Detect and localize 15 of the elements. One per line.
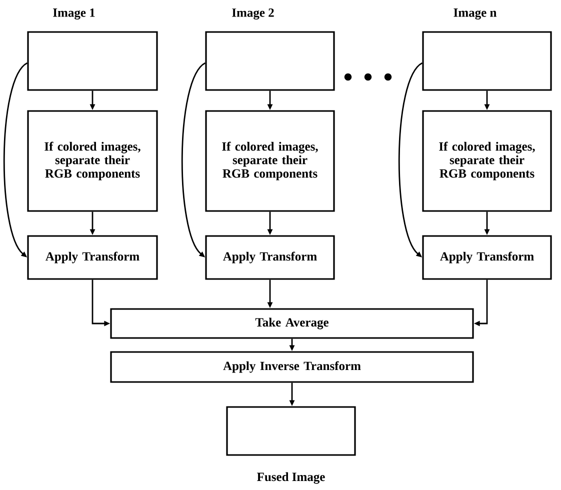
process-box: If colored images, separate their RGB components — [422, 110, 552, 212]
image-title: Image 2 — [232, 8, 274, 20]
process-box: If colored images, separate their RGB components — [205, 110, 335, 212]
process-box: Apply Inverse Transform — [110, 351, 474, 383]
process-box: Apply Transform — [27, 235, 158, 280]
arrow — [181, 62, 206, 258]
process-box: Apply Transform — [205, 235, 335, 280]
image-title: Image 1 — [53, 8, 95, 20]
process-box: Take Average — [110, 308, 474, 339]
process-box: If colored images, separate their RGB components — [27, 110, 158, 212]
arrow — [3, 62, 28, 258]
process-box: Apply Transform — [422, 235, 552, 280]
image-title: Image n — [454, 8, 497, 20]
arrow — [398, 62, 423, 258]
image-title: Fused Image — [257, 472, 325, 484]
